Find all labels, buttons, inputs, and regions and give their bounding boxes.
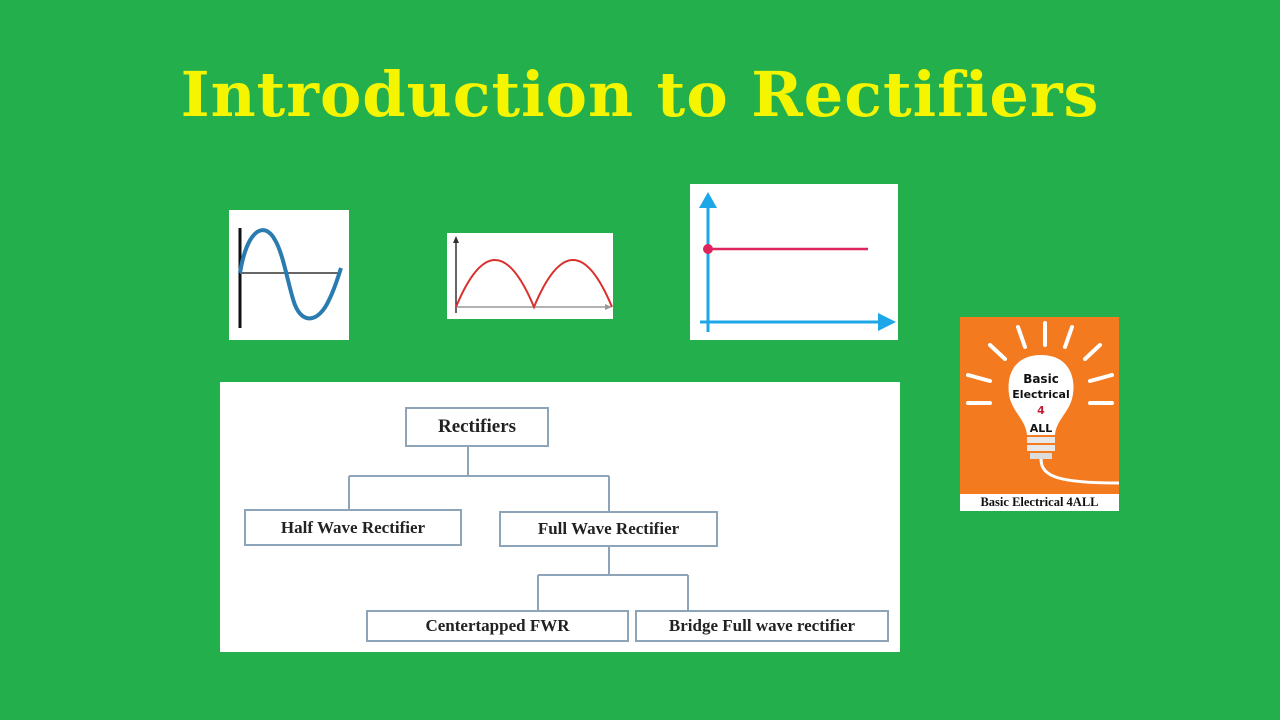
logo-text-4: 4: [1037, 404, 1045, 417]
logo-caption: Basic Electrical 4ALL: [980, 495, 1099, 509]
logo-text-basic: Basic: [1023, 372, 1059, 386]
light-bulb-icon: [966, 321, 1120, 485]
logo-text-electrical: Electrical: [1012, 388, 1070, 401]
tree-node-half-wave: Half Wave Rectifier: [244, 509, 462, 546]
tree-node-centertapped: Centertapped FWR: [366, 610, 629, 642]
tree-connectors: [348, 446, 689, 611]
channel-logo: Basic Electrical 4 ALL Basic Electrical …: [960, 317, 1120, 511]
tree-node-rectifiers: Rectifiers: [405, 407, 549, 447]
tree-node-bridge: Bridge Full wave rectifier: [635, 610, 889, 642]
tree-node-full-wave: Full Wave Rectifier: [499, 511, 718, 547]
dc-output-graph-image: [690, 184, 898, 340]
ac-sine-wave-image: [229, 210, 349, 340]
full-wave-rectified-image: [447, 233, 613, 319]
page-title: Introduction to Rectifiers: [180, 58, 1100, 131]
rectifier-classification-diagram: Rectifiers Half Wave Rectifier Full Wave…: [220, 382, 900, 652]
logo-text-all: ALL: [1029, 422, 1053, 435]
